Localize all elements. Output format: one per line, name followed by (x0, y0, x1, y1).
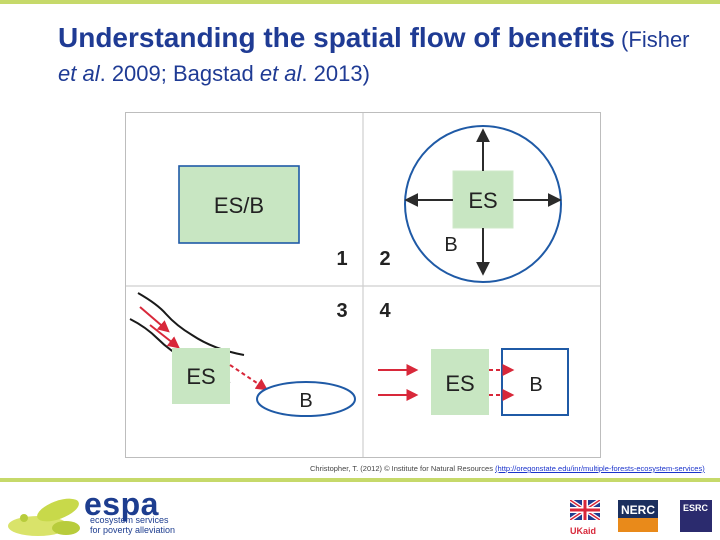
b-label-q3: B (299, 390, 312, 412)
es-b-label: ES/B (214, 193, 264, 218)
espa-tagline: ecosystem services for poverty alleviati… (90, 515, 175, 535)
slide-title: Understanding the spatial flow of benefi… (58, 22, 698, 90)
nerc-logo: NERC (618, 500, 658, 532)
red-flow-arrow-2 (149, 324, 180, 349)
red-flow-arrow-1 (139, 306, 170, 333)
spatial-flow-diagram: ES/B 1 ES B 2 3 ES B (125, 112, 601, 458)
ukaid-label: UKaid (570, 526, 597, 536)
b-label-q4: B (529, 374, 542, 396)
espa-logo-icon (8, 498, 80, 536)
footer (0, 482, 720, 540)
es-box-q3 (172, 348, 230, 404)
title-main: Understanding the spatial flow of benefi… (58, 22, 615, 53)
nerc-label: NERC (621, 503, 656, 517)
cite-etal-1: et al (58, 61, 100, 86)
quadrant-1: ES/B 1 (178, 165, 348, 270)
cite-close: . 2013) (301, 61, 370, 86)
es-label-q3: ES (186, 364, 215, 389)
quadrant-number-1: 1 (336, 248, 347, 270)
esrc-label: ESRC (683, 503, 709, 513)
footer-accent-bar (0, 478, 720, 482)
b-box-q4 (501, 348, 569, 416)
credit-text: Christopher, T. (2012) © Institute for N… (310, 464, 496, 473)
espa-tagline-2: for poverty alleviation (90, 525, 176, 535)
stream-bank-upper (137, 292, 245, 356)
quadrant-4: 4 ES B (378, 300, 569, 416)
esrc-logo: ESRC (680, 500, 712, 532)
es-label-q2: ES (468, 188, 497, 213)
es-label-q4: ES (445, 371, 474, 396)
red-dashed-arrow-q3 (229, 364, 268, 391)
espa-tagline-1: ecosystem services (90, 515, 169, 525)
diagram-svg: ES/B 1 ES B 2 3 ES B (126, 113, 600, 457)
quadrant-3: 3 ES B (129, 292, 356, 417)
b-label-q2: B (444, 234, 457, 256)
title-citation: (Fisher et al. 2009; Bagstad et al. 2013… (58, 27, 690, 86)
beneficiary-ellipse (256, 381, 356, 417)
es-box-q2 (452, 170, 514, 229)
credit-link[interactable]: (http://oregonstate.edu/inr/multiple-for… (495, 464, 705, 473)
image-credit: Christopher, T. (2012) © Institute for N… (310, 464, 705, 473)
espa-wordmark: espa (84, 486, 159, 522)
cite-etal-2: et al (259, 61, 302, 86)
quadrant-number-3: 3 (336, 300, 347, 322)
cite-mid: . 2009; Bagstad (99, 61, 260, 86)
es-b-box (178, 165, 300, 244)
top-accent-bar (0, 0, 720, 4)
quadrant-number-4: 4 (379, 300, 391, 322)
quadrant-number-2: 2 (379, 248, 390, 270)
quadrant-2: ES B 2 (379, 125, 562, 283)
cite-open: (Fisher (614, 27, 690, 52)
ukaid-logo-icon: UKaid (568, 498, 602, 536)
es-box-q4 (431, 349, 489, 415)
